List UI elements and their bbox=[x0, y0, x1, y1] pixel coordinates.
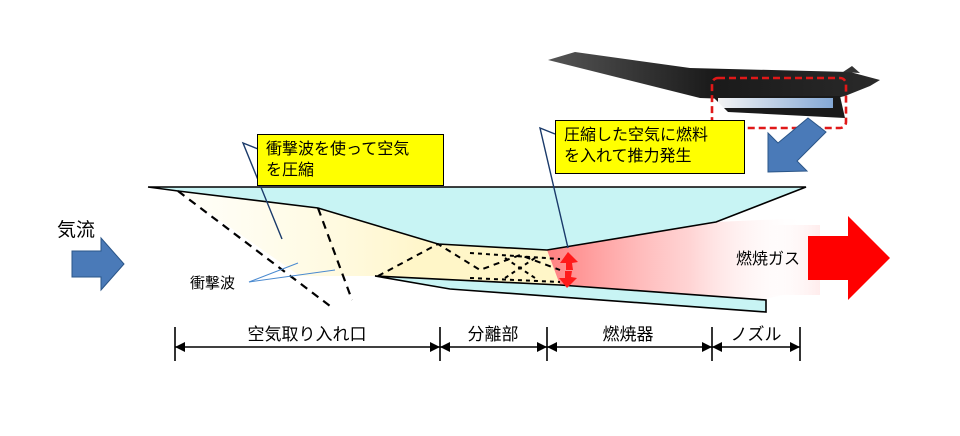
airflow-label: 気流 bbox=[57, 219, 95, 241]
callout-combustion-line-2: を入れて推力発生 bbox=[564, 146, 692, 165]
section-dimension-lines bbox=[174, 327, 801, 361]
upper-wall bbox=[147, 186, 807, 251]
shockwave-leader-2 bbox=[248, 269, 336, 283]
isolator-region bbox=[375, 244, 560, 285]
combustion-region bbox=[547, 218, 806, 300]
fuel-injection-arrow-upper bbox=[560, 252, 578, 270]
section-label-combustor: 燃焼器 bbox=[603, 325, 654, 345]
callout-shock-compression-line-2: を圧縮 bbox=[266, 160, 315, 179]
section-label-nozzle: ノズル bbox=[731, 325, 782, 345]
exhaust-arrow bbox=[808, 216, 890, 300]
shock-train-upper bbox=[469, 252, 561, 260]
callout-combustion: 圧縮した空気に燃料 を入れて推力発生 bbox=[555, 120, 745, 174]
section-label-intake: 空気取り入れ口 bbox=[248, 325, 367, 345]
shock-train-lower bbox=[469, 277, 561, 283]
callout-leader-1 bbox=[241, 141, 283, 240]
shock-cross-b bbox=[504, 257, 536, 279]
exhaust-label: 燃焼ガス bbox=[736, 249, 800, 268]
pointer-arrow bbox=[767, 117, 827, 173]
shockwave-leader-1 bbox=[248, 262, 299, 283]
shockwave-line-1 bbox=[177, 190, 331, 307]
section-label-isolator: 分離部 bbox=[468, 325, 519, 345]
fuel-injection-arrow-lower bbox=[559, 271, 577, 288]
lower-cowl bbox=[374, 275, 767, 313]
airflow-arrow bbox=[71, 236, 125, 292]
callout-combustion-line-1: 圧縮した空気に燃料 bbox=[564, 125, 709, 144]
callout-shock-compression: 衝撃波を使って空気 を圧縮 bbox=[257, 134, 444, 186]
callout-shock-compression-line-1: 衝撃波を使って空気 bbox=[266, 139, 410, 158]
hypersonic-aircraft-icon bbox=[548, 52, 880, 118]
callout-leader-2 bbox=[539, 126, 569, 249]
shockwave-line-2 bbox=[316, 207, 354, 301]
compression-region bbox=[178, 191, 438, 276]
shock-train bbox=[377, 242, 561, 277]
shockwave-label: 衝撃波 bbox=[190, 274, 235, 292]
intake-focus-box bbox=[710, 76, 848, 130]
